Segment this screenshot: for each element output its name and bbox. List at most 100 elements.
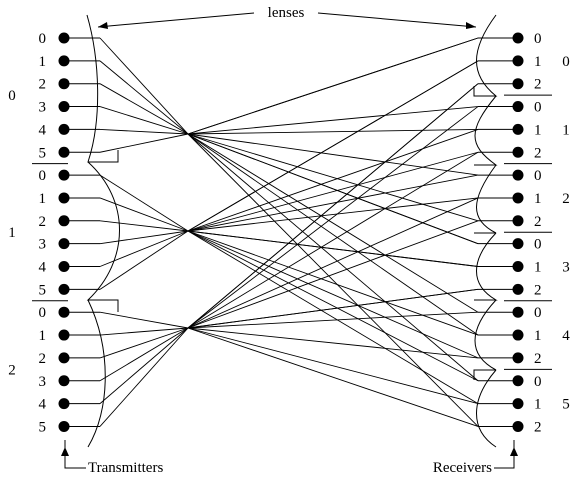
receiver-index-label: 2 xyxy=(534,145,542,161)
beam-segment xyxy=(99,133,189,153)
receiver-dot xyxy=(512,101,524,113)
receiver-dot xyxy=(512,192,524,204)
transmitter-group-label: 0 xyxy=(8,88,16,104)
beam-segment xyxy=(187,151,479,232)
receiver-lens xyxy=(473,14,498,448)
receiver-index-label: 0 xyxy=(534,374,542,390)
transmitter-group-label: 1 xyxy=(8,225,16,241)
receiver-dot xyxy=(512,398,524,410)
receiver-index-label: 2 xyxy=(534,282,542,298)
beam-segment xyxy=(187,230,479,359)
beam-segment xyxy=(99,311,189,329)
beam-segment xyxy=(99,220,189,232)
receiver-group-label: 2 xyxy=(562,191,570,207)
transmitters-label: Transmitters xyxy=(88,460,163,476)
beam-segment xyxy=(99,327,189,359)
beam-segment xyxy=(187,133,479,222)
receiver-dot xyxy=(512,215,524,227)
beam-segment xyxy=(187,220,479,329)
beam-segment xyxy=(187,133,479,313)
beam-segment xyxy=(187,327,479,405)
transmitter-index-label: 1 xyxy=(39,54,47,70)
beam-segment xyxy=(187,197,479,232)
beam-lines xyxy=(99,37,479,427)
transmitter-index-label: 2 xyxy=(39,77,47,93)
receiver-dot xyxy=(512,375,524,387)
receiver-index-label: 2 xyxy=(534,214,542,230)
transmitter-group-label: 2 xyxy=(8,362,16,378)
beam-segment xyxy=(187,288,479,329)
lenses-arrow-left xyxy=(97,12,255,28)
beam-segment xyxy=(99,327,189,382)
transmitter-lens xyxy=(86,14,120,448)
beam-segment xyxy=(99,83,189,135)
receiver-index-label: 1 xyxy=(534,191,542,207)
receiver-dot xyxy=(512,146,524,158)
receiver-group-label: 5 xyxy=(562,397,570,413)
transmitter-index-label: 2 xyxy=(39,214,47,230)
transmitter-index-label: 5 xyxy=(39,282,47,298)
beam-segment xyxy=(187,83,479,329)
beam-segment xyxy=(187,133,479,427)
transmitter-index-label: 5 xyxy=(39,145,47,161)
beam-segment xyxy=(99,37,189,135)
transmitter-index-label: 0 xyxy=(39,31,47,47)
receiver-index-label: 0 xyxy=(534,100,542,116)
receiver-group-label: 1 xyxy=(562,122,570,138)
receiver-index-label: 0 xyxy=(534,168,542,184)
transmitter-index-label: 2 xyxy=(39,351,47,367)
beam-segment xyxy=(187,133,479,245)
beam-segment xyxy=(187,230,479,336)
transmitter-index-label: 1 xyxy=(39,328,47,344)
receiver-dot xyxy=(512,283,524,295)
transmitter-index-label: 3 xyxy=(39,237,47,253)
receiver-index-label: 0 xyxy=(534,237,542,253)
beam-segment xyxy=(99,230,189,245)
beam-segment xyxy=(187,327,479,359)
transmitter-index-label: 0 xyxy=(39,168,47,184)
transmitter-index-label: 1 xyxy=(39,191,47,207)
beam-segment xyxy=(99,197,189,232)
receiver-index-label: 0 xyxy=(534,305,542,321)
lenses-arrow-right xyxy=(317,12,477,28)
beam-segment xyxy=(99,128,189,135)
lenses-arrowhead-right xyxy=(466,22,476,29)
receiver-dot xyxy=(512,78,524,90)
receiver-index-label: 2 xyxy=(534,77,542,93)
beam-segment xyxy=(187,106,479,329)
receivers-arrowhead xyxy=(510,447,518,456)
receiver-index-label: 2 xyxy=(534,351,542,367)
receiver-index-label: 1 xyxy=(534,397,542,413)
receiver-dot xyxy=(512,329,524,341)
beam-segment xyxy=(99,327,189,404)
transmitters-arrowhead xyxy=(61,447,69,456)
beam-segment xyxy=(187,133,479,336)
receiver-group-label: 4 xyxy=(562,328,570,344)
beam-segment xyxy=(187,311,479,329)
receiver-group-label: 3 xyxy=(562,260,570,276)
transmitter-index-label: 4 xyxy=(39,260,47,276)
transmitter-index-label: 5 xyxy=(39,419,47,435)
beam-segment xyxy=(187,230,479,404)
receiver-index-label: 1 xyxy=(534,54,542,70)
beam-segment xyxy=(187,230,479,382)
receiver-dot xyxy=(512,261,524,272)
beam-segment xyxy=(187,151,479,329)
receivers-label: Receivers xyxy=(433,460,492,476)
beam-segment xyxy=(99,230,189,290)
receiver-dot xyxy=(512,238,524,250)
transmitters-pointer xyxy=(64,440,86,469)
transmitter-index-label: 4 xyxy=(39,397,47,413)
lenses-arrowhead-left xyxy=(98,22,108,29)
beam-segment xyxy=(99,60,189,135)
lenses-label: lenses xyxy=(268,5,305,21)
beam-segment xyxy=(99,230,189,267)
transmitter-index-label: 0 xyxy=(39,305,47,321)
receiver-index-label: 1 xyxy=(534,260,542,276)
receiver-index-label: 0 xyxy=(534,31,542,47)
beam-segment xyxy=(99,106,189,135)
beam-segment xyxy=(99,327,189,336)
receiver-dot xyxy=(512,123,524,135)
